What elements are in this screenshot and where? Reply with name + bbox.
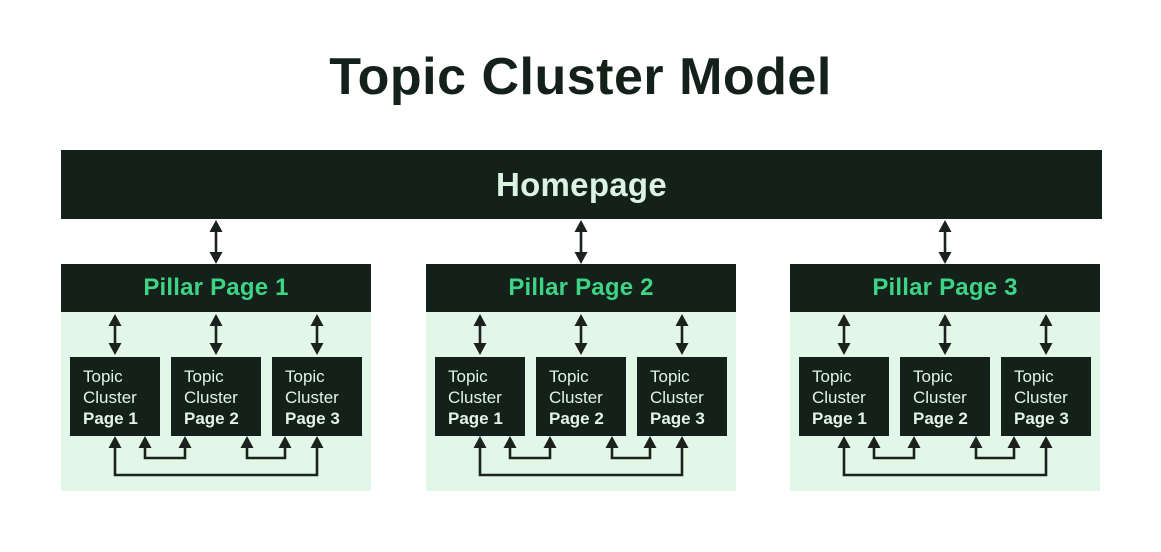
pillar2-header: Pillar Page 2 xyxy=(426,264,736,312)
cluster-line: Topic xyxy=(549,367,589,386)
pillar3-arrows-overlay xyxy=(837,314,1053,477)
cluster-line: Cluster xyxy=(285,388,339,407)
cluster-line: Cluster xyxy=(650,388,704,407)
pillar3-interlink-arrowheads xyxy=(837,436,1053,448)
pillar3-interlink-connectors xyxy=(842,446,1048,477)
pillar-section-1: Pillar Page 1 xyxy=(61,264,371,491)
cluster-line: Topic xyxy=(812,367,852,386)
cluster-line: Topic xyxy=(1014,367,1054,386)
pillar3-title: Pillar Page 3 xyxy=(872,274,1018,301)
cluster-box: Topic Cluster Page 2 xyxy=(171,357,261,436)
cluster-box: Topic Cluster Page 1 xyxy=(799,357,889,436)
cluster-page-label: Page 2 xyxy=(184,409,239,428)
pillar1-interlink-arrowheads xyxy=(108,436,324,448)
cluster-line: Cluster xyxy=(83,388,137,407)
cluster-page-label: Page 1 xyxy=(83,409,138,428)
pillar2-title: Pillar Page 2 xyxy=(508,274,654,301)
homepage-label: Homepage xyxy=(495,165,668,203)
cluster-box: Topic Cluster Page 3 xyxy=(637,357,727,436)
pillar2-cluster-double-arrows xyxy=(473,314,689,355)
cluster-line: Topic xyxy=(913,367,953,386)
cluster-line: Topic xyxy=(285,367,325,386)
pillar1-arrows-overlay xyxy=(108,314,324,477)
cluster-page-label: Page 1 xyxy=(448,409,503,428)
cluster-box: Topic Cluster Page 3 xyxy=(272,357,362,436)
pillar1-title: Pillar Page 1 xyxy=(143,274,289,301)
cluster-line: Topic xyxy=(184,367,224,386)
cluster-page-label: Page 2 xyxy=(549,409,604,428)
cluster-page-label: Page 3 xyxy=(650,409,705,428)
cluster-line: Cluster xyxy=(913,388,967,407)
cluster-line: Cluster xyxy=(184,388,238,407)
cluster-box: Topic Cluster Page 2 xyxy=(536,357,626,436)
cluster-box: Topic Cluster Page 1 xyxy=(435,357,525,436)
pillar3-cluster-double-arrows xyxy=(837,314,1053,355)
homepage-bar: Homepage xyxy=(61,150,1102,219)
diagram-title: Topic Cluster Model xyxy=(329,48,832,106)
cluster-line: Cluster xyxy=(549,388,603,407)
pillar3-body: Topic Cluster Page 1 Topic Cluster Page … xyxy=(790,312,1100,491)
pillar2-interlink-connectors xyxy=(478,446,684,477)
cluster-page-label: Page 2 xyxy=(913,409,968,428)
homepage-pillar2-double-arrow-icon xyxy=(574,220,588,264)
pillar1-header: Pillar Page 1 xyxy=(61,264,371,312)
pillar2-body: Topic Cluster Page 1 Topic Cluster Page … xyxy=(426,312,736,491)
pillar2-arrows-overlay xyxy=(473,314,689,477)
homepage-pillar1-double-arrow-icon xyxy=(209,220,223,264)
cluster-line: Cluster xyxy=(1014,388,1068,407)
cluster-line: Topic xyxy=(448,367,488,386)
cluster-box: Topic Cluster Page 1 xyxy=(70,357,160,436)
pillar-section-2: Pillar Page 2 xyxy=(426,264,736,491)
cluster-page-label: Page 3 xyxy=(1014,409,1069,428)
pillar1-interlink-connectors xyxy=(113,446,319,477)
cluster-page-label: Page 1 xyxy=(812,409,867,428)
pillar2-interlink-arrowheads xyxy=(473,436,689,448)
cluster-line: Cluster xyxy=(448,388,502,407)
pillar-section-3: Pillar Page 3 xyxy=(790,264,1100,491)
cluster-box: Topic Cluster Page 2 xyxy=(900,357,990,436)
cluster-box: Topic Cluster Page 3 xyxy=(1001,357,1091,436)
homepage-pillar3-double-arrow-icon xyxy=(938,220,952,264)
cluster-line: Topic xyxy=(83,367,123,386)
pillar3-header: Pillar Page 3 xyxy=(790,264,1100,312)
cluster-line: Cluster xyxy=(812,388,866,407)
pillar1-body: Topic Cluster Page 1 Topic Cluster Page … xyxy=(61,312,371,491)
cluster-line: Topic xyxy=(650,367,690,386)
pillar1-cluster-double-arrows xyxy=(108,314,324,355)
cluster-page-label: Page 3 xyxy=(285,409,340,428)
